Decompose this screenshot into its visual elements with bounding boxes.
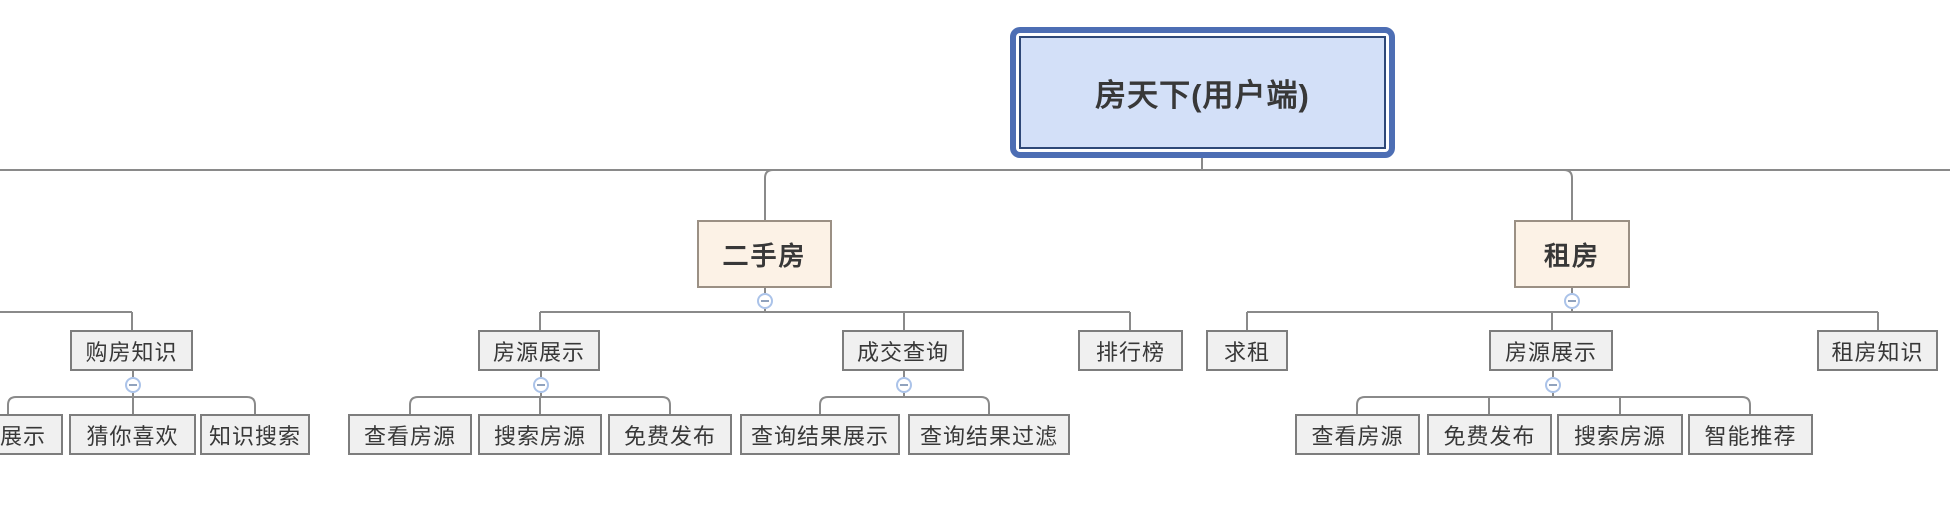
node-fangyuan-zhanshi-zufang[interactable]: 房源展示 <box>1489 330 1613 371</box>
node-cainixihuan[interactable]: 猜你喜欢 <box>69 414 196 455</box>
node-goufang-zhishi[interactable]: 购房知识 <box>70 330 193 371</box>
node-qiuzu[interactable]: 求租 <box>1206 330 1288 371</box>
node-chakan-fangyuan-2[interactable]: 查看房源 <box>1295 414 1420 455</box>
collapse-minus-icon-fangyuan-zhanshi-1[interactable] <box>533 377 549 393</box>
node-root-label: 房天下(用户端) <box>1019 36 1386 149</box>
minus-icon <box>129 384 137 386</box>
node-zhishi-sousuo[interactable]: 知识搜索 <box>200 414 310 455</box>
collapse-minus-icon-chengjiao-chaxun[interactable] <box>896 377 912 393</box>
node-fangyuan-zhanshi-ershoufang[interactable]: 房源展示 <box>478 330 600 371</box>
node-zufang-zhishi[interactable]: 租房知识 <box>1817 330 1938 371</box>
node-chakan-fangyuan-1[interactable]: 查看房源 <box>348 414 472 455</box>
node-paihangbang[interactable]: 排行榜 <box>1078 330 1183 371</box>
collapse-minus-icon-zufang[interactable] <box>1564 293 1580 309</box>
node-sousuo-fangyuan-2[interactable]: 搜索房源 <box>1557 414 1683 455</box>
node-root[interactable]: 房天下(用户端) <box>1010 27 1395 158</box>
minus-icon <box>761 300 769 302</box>
minus-icon <box>1568 300 1576 302</box>
node-zufang[interactable]: 租房 <box>1514 220 1630 288</box>
node-zhanshi-clipped[interactable]: 展示 <box>0 414 63 455</box>
node-chaxun-jieguo-guolv[interactable]: 查询结果过滤 <box>908 414 1070 455</box>
collapse-minus-icon-ershoufang[interactable] <box>757 293 773 309</box>
minus-icon <box>1549 384 1557 386</box>
minus-icon <box>537 384 545 386</box>
collapse-minus-icon-fangyuan-zhanshi-2[interactable] <box>1545 377 1561 393</box>
node-mianfei-fabu-1[interactable]: 免费发布 <box>608 414 732 455</box>
node-chaxun-jieguo-zhanshi[interactable]: 查询结果展示 <box>740 414 900 455</box>
node-sousuo-fangyuan-1[interactable]: 搜索房源 <box>478 414 602 455</box>
node-chengjiao-chaxun[interactable]: 成交查询 <box>842 330 964 371</box>
node-zhineng-tuijian[interactable]: 智能推荐 <box>1688 414 1813 455</box>
minus-icon <box>900 384 908 386</box>
collapse-minus-icon-goufang-zhishi[interactable] <box>125 377 141 393</box>
node-ershoufang[interactable]: 二手房 <box>697 220 832 288</box>
node-mianfei-fabu-2[interactable]: 免费发布 <box>1427 414 1552 455</box>
